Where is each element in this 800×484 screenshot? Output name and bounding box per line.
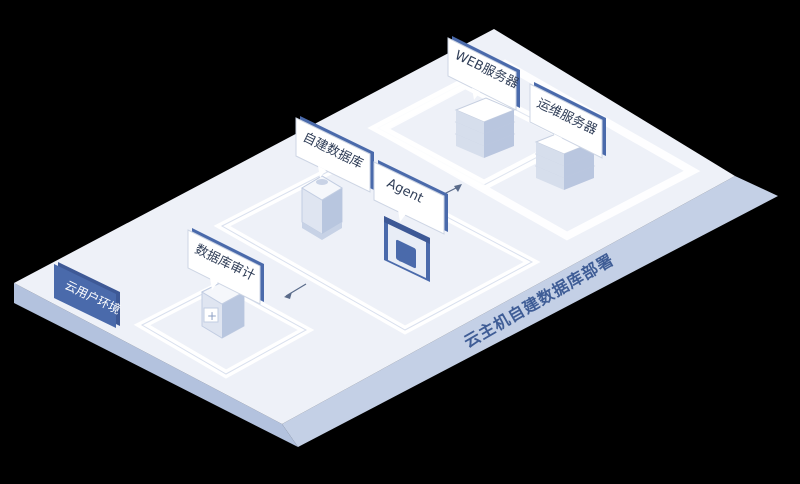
arrow-db-to-audit [284,283,307,299]
db-audit: + 数据库审计 [187,228,264,339]
zone-audit [133,279,315,379]
platform-top [14,29,735,424]
database-icon [301,175,343,240]
platform-side-right [282,176,778,447]
agent-window-icon: S [384,216,430,282]
agent: S Agent [373,160,448,282]
plus-icon: + [207,309,217,323]
zone-database [213,158,541,335]
env-badge: 云用户环境 [54,262,123,328]
platform-side-left [14,283,298,447]
agent-s-icon: S [398,247,410,266]
server-stack-icon [454,97,516,158]
audit-appliance-icon: + [200,281,246,339]
agent-callout: Agent [373,160,448,235]
self-db: 自建数据库 [295,116,374,240]
